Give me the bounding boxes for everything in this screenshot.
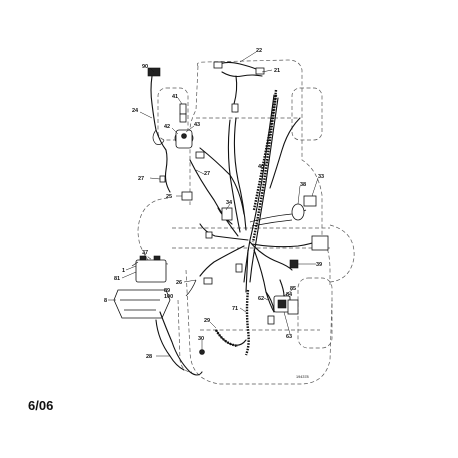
callout-30: 30 [198, 336, 204, 342]
callout-24: 24 [132, 108, 139, 114]
callout-84: 84 [286, 292, 293, 298]
callout-43: 43 [194, 122, 200, 128]
callout-28: 28 [146, 354, 152, 360]
callout-26: 26 [176, 280, 182, 286]
callout-90: 90 [142, 64, 148, 70]
callout-8: 8 [104, 298, 107, 304]
callout-63: 63 [286, 334, 292, 340]
callout-29: 29 [204, 318, 210, 324]
callout-37: 37 [142, 250, 148, 256]
callout-85: 85 [290, 286, 296, 292]
callout-40: 40 [258, 164, 264, 170]
coiled-lead [244, 89, 278, 356]
callout-1: 1 [122, 268, 125, 274]
right-components [221, 195, 329, 269]
callout-labels: 22 21 90 41 24 42 43 40 27 27 25 38 33 3… [104, 48, 324, 379]
ignition-switch [174, 103, 194, 149]
callout-22: 22 [256, 48, 262, 54]
seat-switch-lead [147, 67, 171, 193]
drawing-number: 194378 [296, 375, 309, 379]
callout-81: 81 [114, 276, 120, 282]
callout-100: 100 [164, 294, 173, 300]
callout-42: 42 [164, 124, 170, 130]
callout-71: 71 [232, 306, 238, 312]
callout-25: 25 [166, 194, 172, 200]
tractor-outline [137, 59, 355, 385]
lower-right-switches [265, 279, 299, 325]
callout-38: 38 [300, 182, 306, 188]
callout-89: 89 [164, 288, 170, 294]
callout-39: 39 [316, 262, 322, 268]
callout-21: 21 [274, 68, 280, 74]
callout-27-right: 27 [204, 171, 210, 177]
callout-34: 34 [226, 200, 233, 206]
callout-27-left: 27 [138, 176, 144, 182]
headlight-harness [213, 61, 265, 113]
page-number: 6/06 [28, 398, 54, 413]
pto-clutch-lead [203, 231, 247, 348]
callout-62: 62 [258, 296, 264, 302]
callout-33: 33 [318, 174, 324, 180]
battery-assembly [113, 255, 205, 376]
leader-lines [108, 51, 319, 357]
callout-41: 41 [172, 94, 178, 100]
